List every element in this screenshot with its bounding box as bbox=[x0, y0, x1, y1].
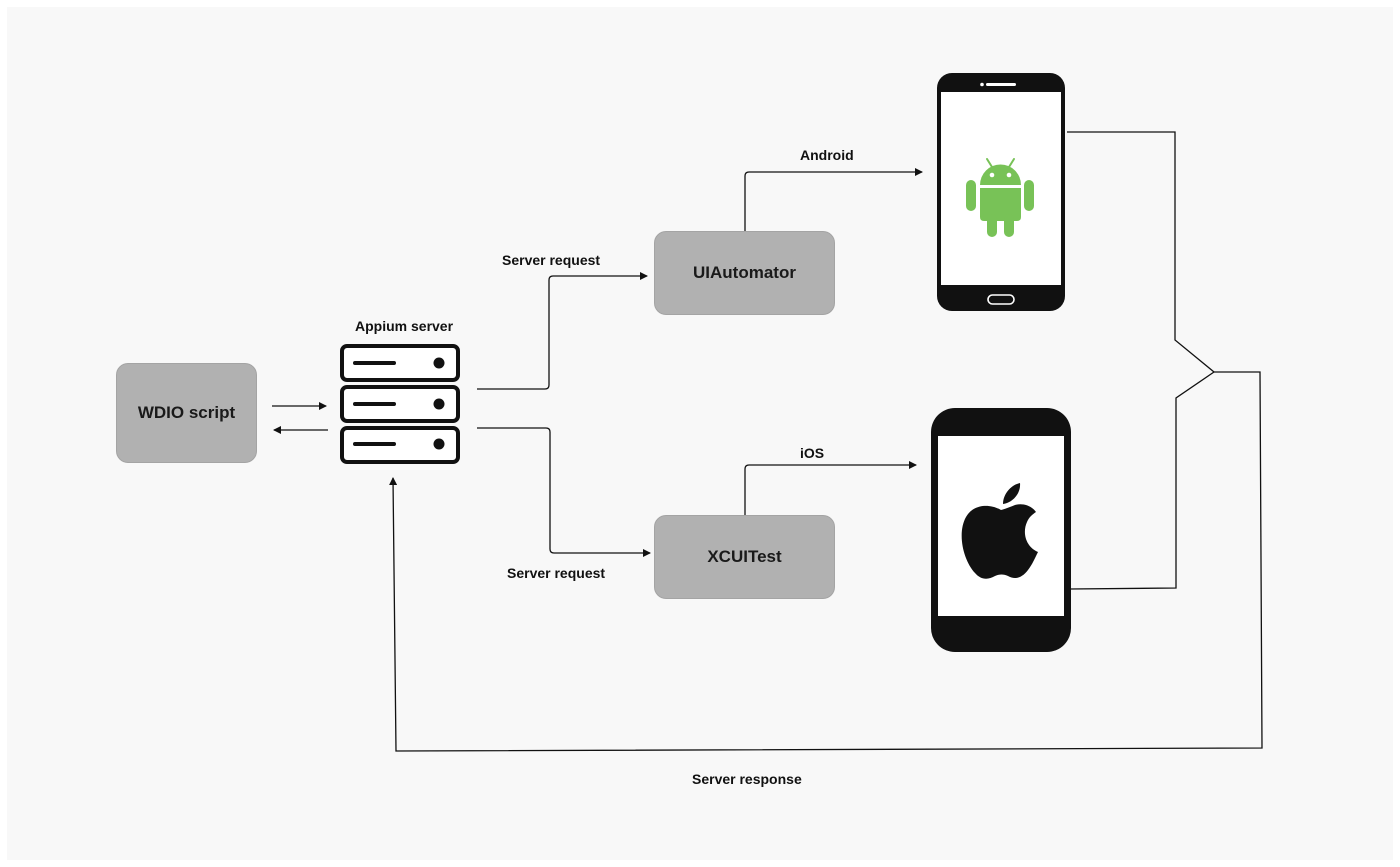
arrow-server-to-xcuitest bbox=[477, 427, 651, 557]
wdio-script-node: WDIO script bbox=[116, 363, 257, 463]
uiautomator-label: UIAutomator bbox=[693, 263, 796, 282]
apple-logo-icon bbox=[961, 483, 1038, 579]
appium-server-label: Appium server bbox=[355, 318, 454, 334]
ios-label: iOS bbox=[800, 445, 825, 461]
arrow-xcuitest-to-ios bbox=[744, 461, 917, 515]
server-request-bottom-label: Server request bbox=[507, 565, 606, 581]
android-logo-icon bbox=[966, 158, 1034, 237]
xcuitest-node: XCUITest bbox=[654, 515, 835, 599]
server-request-top-label: Server request bbox=[502, 252, 601, 268]
arrow-uiautomator-to-android bbox=[744, 168, 923, 231]
wdio-script-label: WDIO script bbox=[137, 403, 236, 422]
android-label: Android bbox=[800, 147, 854, 163]
server-stack-icon bbox=[340, 344, 460, 464]
response-return-line bbox=[389, 371, 1263, 752]
response-merge-line bbox=[1067, 131, 1216, 590]
server-response-label: Server response bbox=[692, 771, 802, 787]
xcuitest-label: XCUITest bbox=[707, 547, 782, 566]
uiautomator-node: UIAutomator bbox=[654, 231, 835, 315]
arrow-server-to-uiautomator bbox=[477, 272, 648, 390]
